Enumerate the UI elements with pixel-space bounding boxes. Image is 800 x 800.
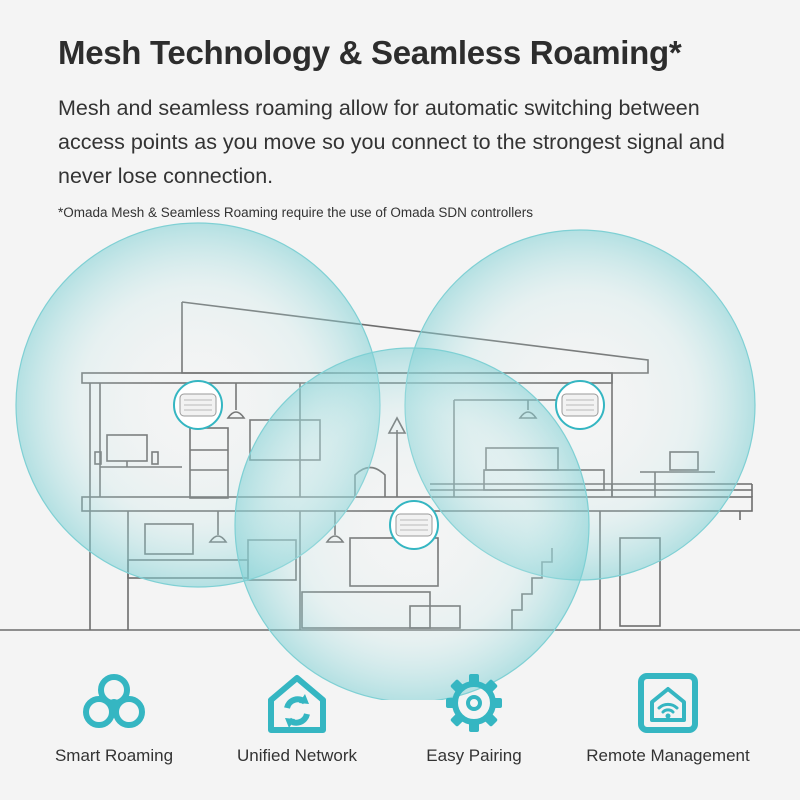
- house-illustration: [0, 222, 800, 700]
- access-point-left: [173, 380, 223, 430]
- footnote: *Omada Mesh & Seamless Roaming require t…: [58, 205, 533, 220]
- feature-easy-pairing: Easy Pairing: [374, 672, 574, 766]
- feature-label: Unified Network: [237, 746, 357, 765]
- access-point-right: [555, 380, 605, 430]
- description: Mesh and seamless roaming allow for auto…: [58, 96, 725, 188]
- feature-list: Smart Roaming Unified Network: [0, 672, 800, 782]
- access-points: [173, 380, 605, 550]
- unified-network-icon: [268, 675, 326, 733]
- feature-label: Remote Management: [586, 746, 750, 765]
- coverage-zones: [15, 222, 756, 700]
- feature-smart-roaming: Smart Roaming: [14, 672, 214, 766]
- feature-remote-management: Remote Management: [568, 672, 768, 766]
- feature-unified-network: Unified Network: [197, 672, 397, 766]
- feature-label: Smart Roaming: [54, 746, 174, 765]
- remote-management-icon: [638, 673, 698, 733]
- feature-label: Easy Pairing: [426, 746, 522, 765]
- page-title: Mesh Technology & Seamless Roaming*: [58, 34, 682, 71]
- access-point-center: [389, 500, 439, 550]
- easy-pairing-icon: [446, 674, 502, 732]
- smart-roaming-icon: [83, 674, 145, 728]
